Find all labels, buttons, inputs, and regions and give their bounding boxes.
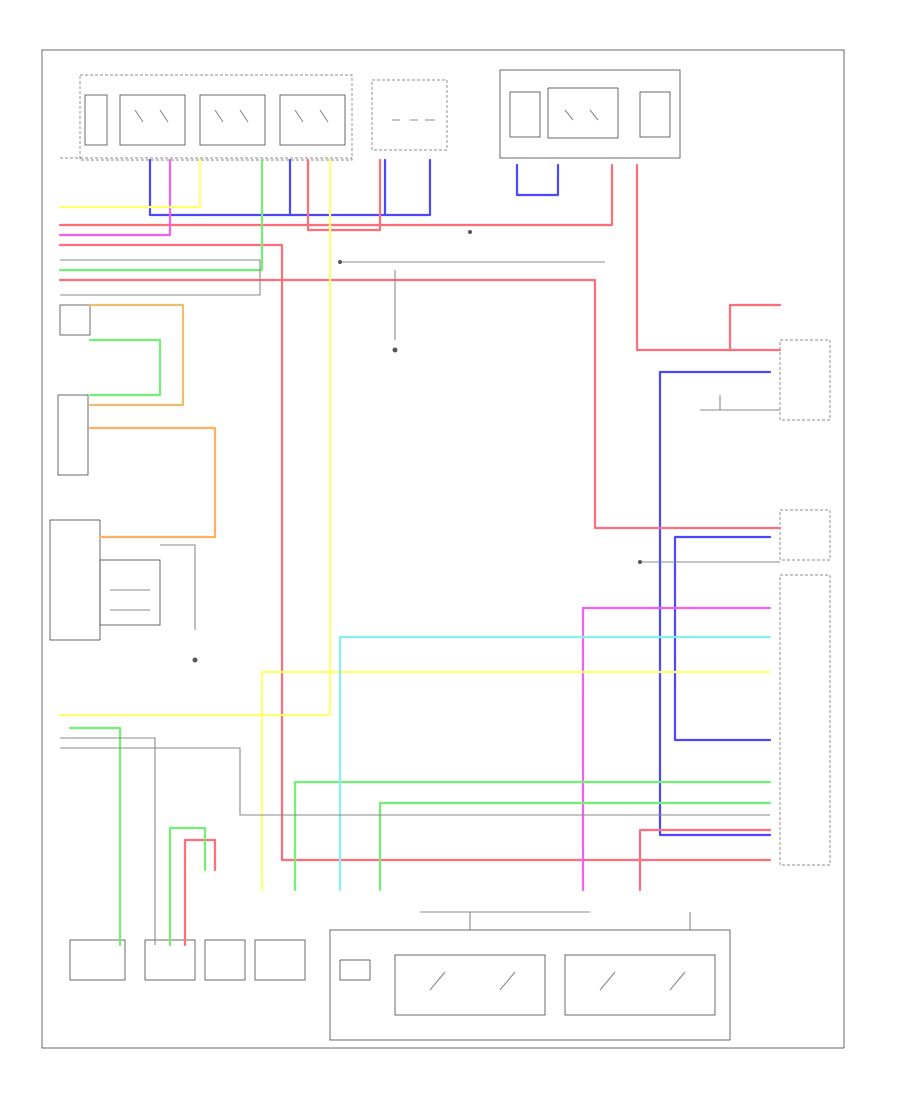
wire-orange (88, 426, 217, 539)
wire-blue-right (658, 370, 772, 837)
wire-red-bottom-left (183, 838, 217, 947)
wire-tan (88, 303, 185, 407)
diagram-frame (41, 49, 845, 1049)
wire-red-left (58, 243, 772, 862)
wire-blue-top2 (288, 158, 432, 217)
wire-grey-5 (160, 544, 196, 630)
wire-cyan (338, 635, 772, 892)
wire-blue-relay (515, 163, 560, 197)
left-connector-blocks (49, 304, 161, 641)
wire-yellow-right (260, 670, 772, 892)
wire-grey-2 (60, 737, 156, 945)
wire-red-right2 (728, 303, 782, 352)
right-ecu-connector (779, 339, 831, 866)
top-right-relay-block (499, 69, 681, 159)
wire-green-top (58, 158, 264, 272)
wire-red-relay (58, 163, 614, 227)
wire-yellow-top (58, 158, 332, 717)
wire-grey-3 (60, 747, 770, 816)
wire-blue-right2 (673, 535, 772, 742)
wire-magenta-top (58, 158, 172, 237)
wire-red-main (58, 278, 782, 530)
wire-blue-top (148, 158, 387, 217)
wire-red-right (635, 163, 782, 352)
wire-green-low (378, 801, 772, 892)
wire-red-bottom (638, 828, 772, 892)
wire-grey-8 (700, 395, 780, 411)
wire-grey-1 (60, 259, 261, 296)
wire-green-mid (293, 780, 772, 892)
top-left-switch-block (60, 74, 353, 161)
ground-points (192, 230, 642, 663)
wire-magenta-right (581, 606, 772, 892)
bottom-components (69, 911, 731, 1041)
wire-red-top (306, 158, 382, 232)
wire-green-left-bottom (68, 726, 207, 947)
wire-green-left (88, 338, 162, 397)
wire-grey-9 (469, 912, 691, 930)
top-middle-switch-block (371, 79, 448, 151)
